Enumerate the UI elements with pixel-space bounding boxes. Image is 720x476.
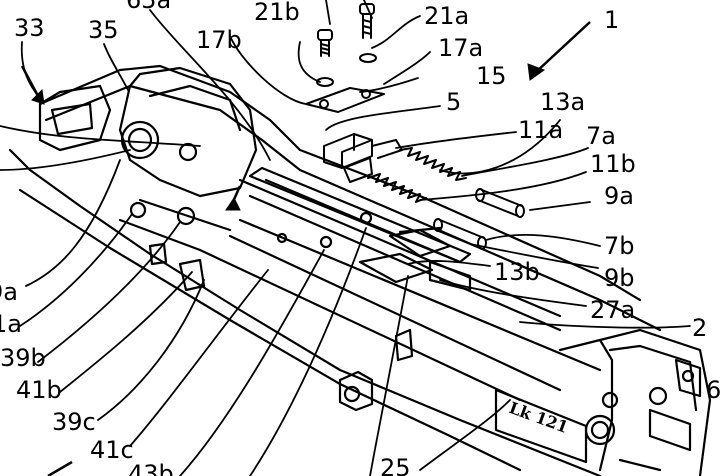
label-21b: 21b [254,0,300,26]
label-21a: 21a [424,2,470,30]
label-41c: 41c [90,436,134,464]
label-5: 5 [446,88,462,116]
label-9b: 9b [604,264,635,292]
label-11a: 11a [518,116,564,144]
label-9a: 9a [604,182,634,210]
label-2: 2 [692,314,708,342]
label-27a: 27a [590,296,636,324]
direction-arrows [20,21,591,476]
label-1a: 1a [0,310,22,338]
label-17a: 17a [438,34,484,62]
label-9a-left: 9a [0,278,18,306]
label-43b: 43b [128,460,174,476]
receiver-housing [8,64,712,476]
label-35: 35 [88,16,119,44]
label-7a: 7a [586,122,616,150]
label-13b: 13b [494,258,540,286]
label-33: 33 [14,14,45,42]
label-39c: 39c [52,408,96,436]
label-39b: 39b [0,344,46,372]
label-1: 1 [604,6,620,34]
label-7b: 7b [604,232,635,260]
label-25: 25 [380,454,411,476]
label-11b: 11b [590,150,636,178]
label-17b: 17b [196,26,242,54]
label-6: 6 [706,376,720,404]
label-15: 15 [476,62,507,90]
leader-lines [0,0,691,476]
label-13a: 13a [540,88,586,116]
label-41b: 41b [16,376,62,404]
label-65a: 65a [126,0,172,14]
